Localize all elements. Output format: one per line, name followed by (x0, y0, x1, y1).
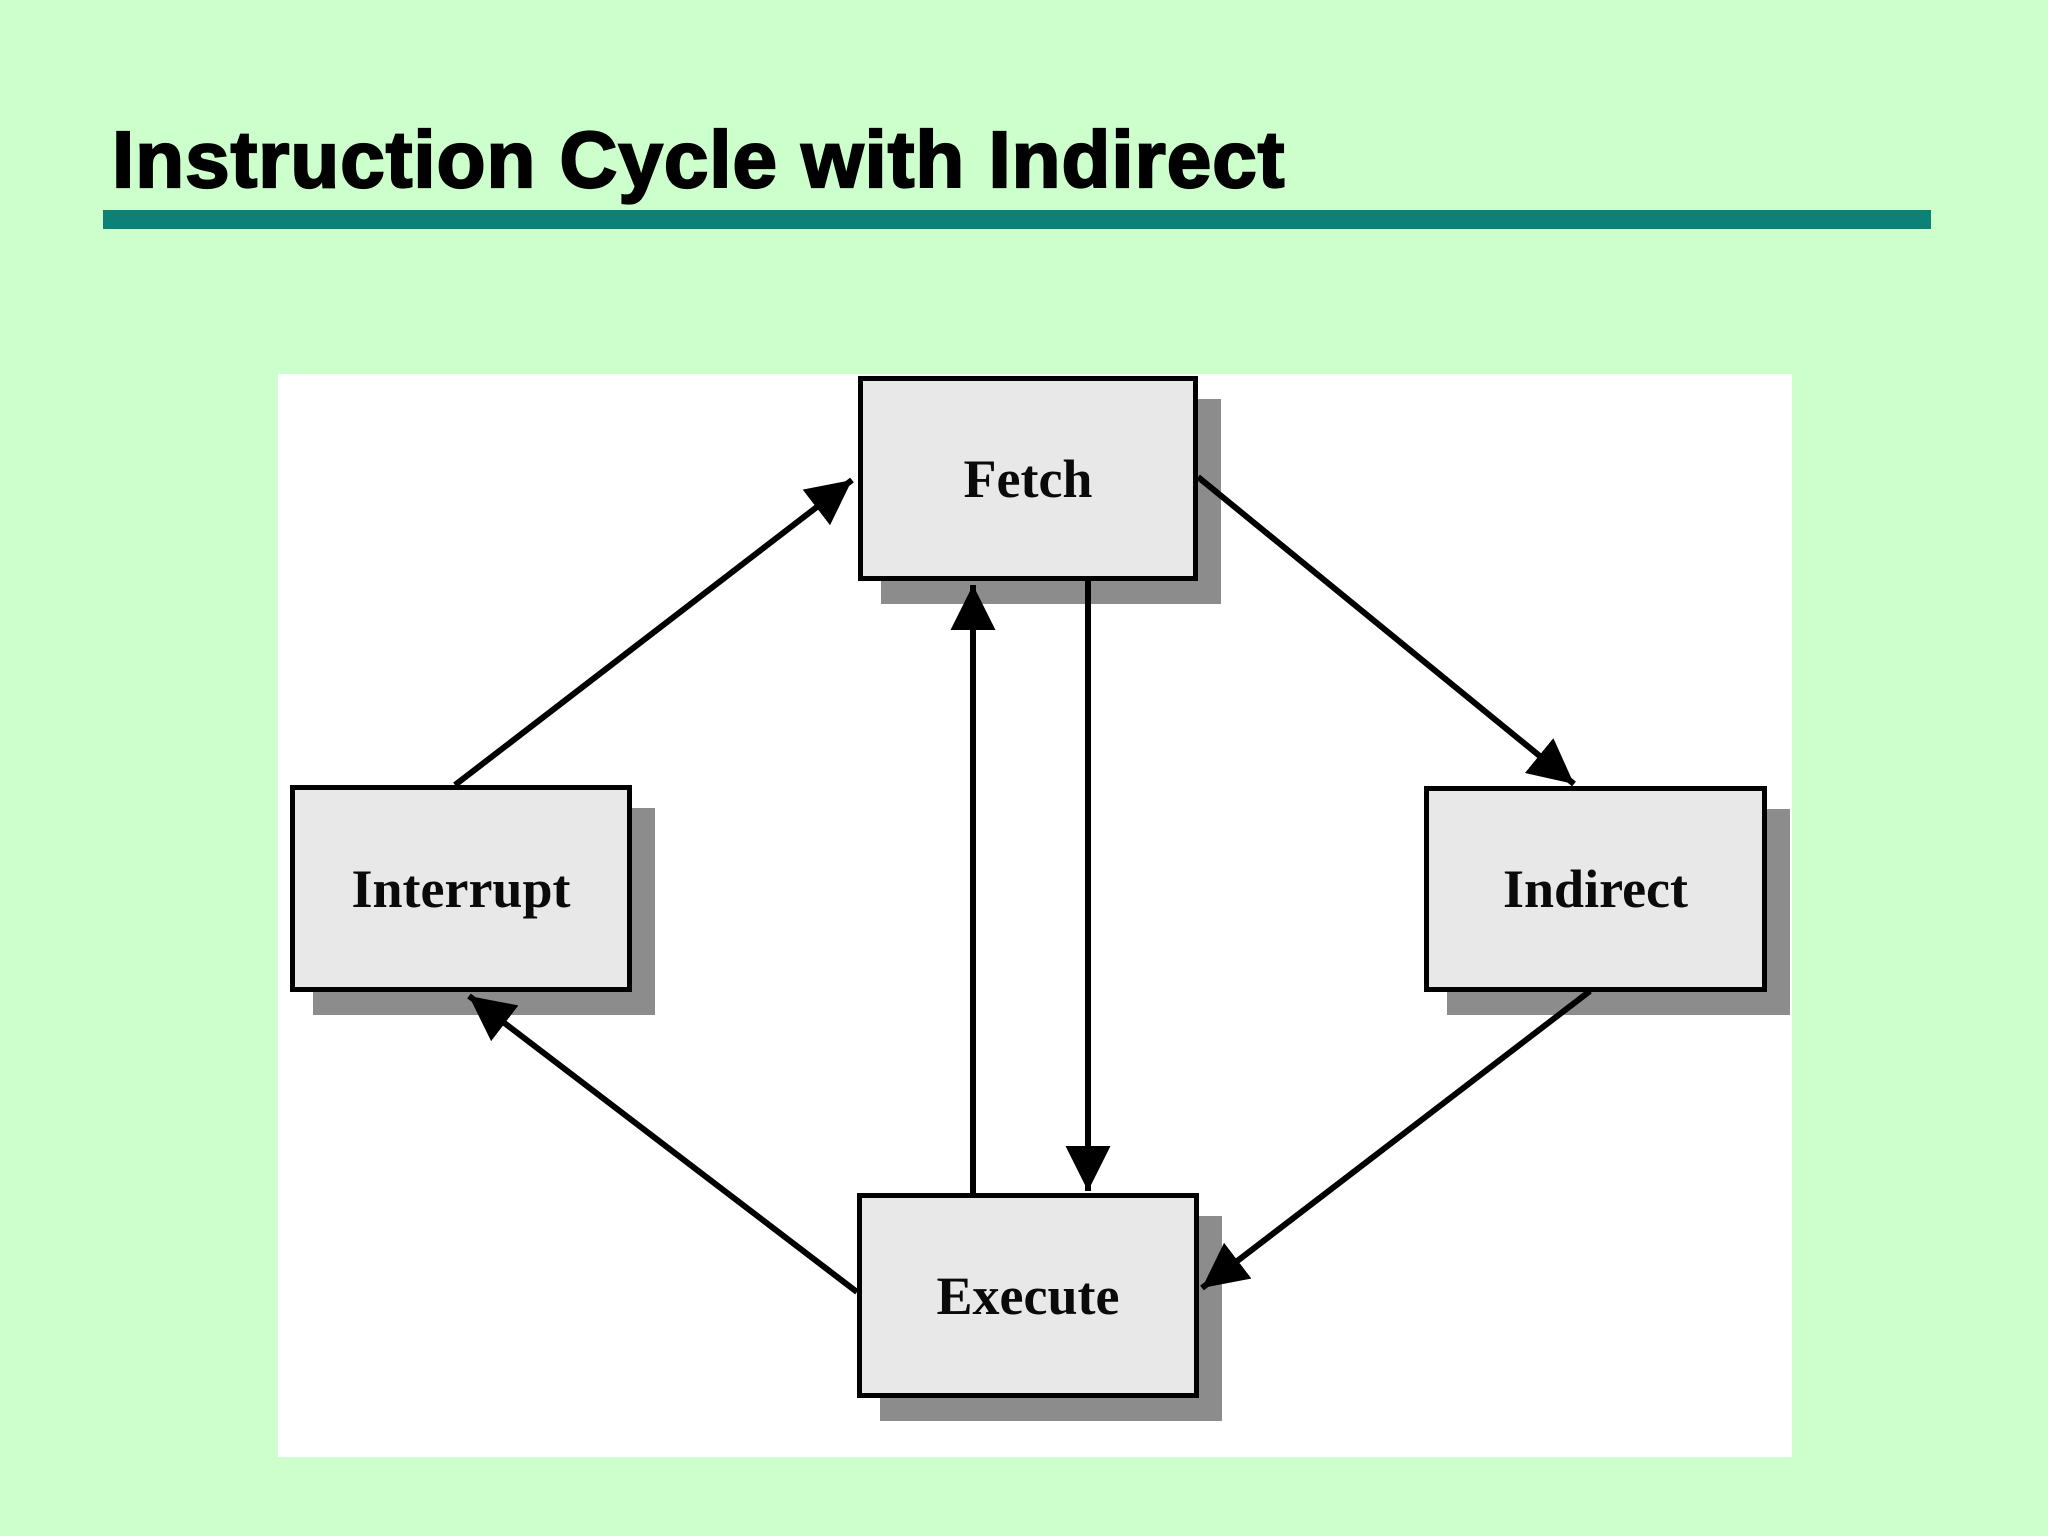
node-execute: Execute (857, 1193, 1199, 1398)
node-interrupt: Interrupt (290, 785, 632, 992)
page-title: Instruction Cycle with Indirect (111, 115, 1286, 204)
arrow-fetch-to-indirect (1196, 474, 1576, 787)
node-fetch-label: Fetch (963, 448, 1093, 509)
title-underline-bar (103, 210, 1931, 229)
node-interrupt-label: Interrupt (351, 858, 571, 919)
instruction-cycle-diagram: Fetch Interrupt Indirect Execute (278, 374, 1792, 1457)
arrow-execute-to-interrupt (467, 993, 859, 1295)
arrow-interrupt-to-fetch (453, 477, 854, 788)
node-indirect: Indirect (1424, 786, 1767, 992)
arrow-indirect-to-execute (1200, 988, 1592, 1291)
node-indirect-label: Indirect (1503, 859, 1688, 919)
node-execute-label: Execute (936, 1265, 1120, 1326)
node-fetch: Fetch (858, 376, 1198, 581)
